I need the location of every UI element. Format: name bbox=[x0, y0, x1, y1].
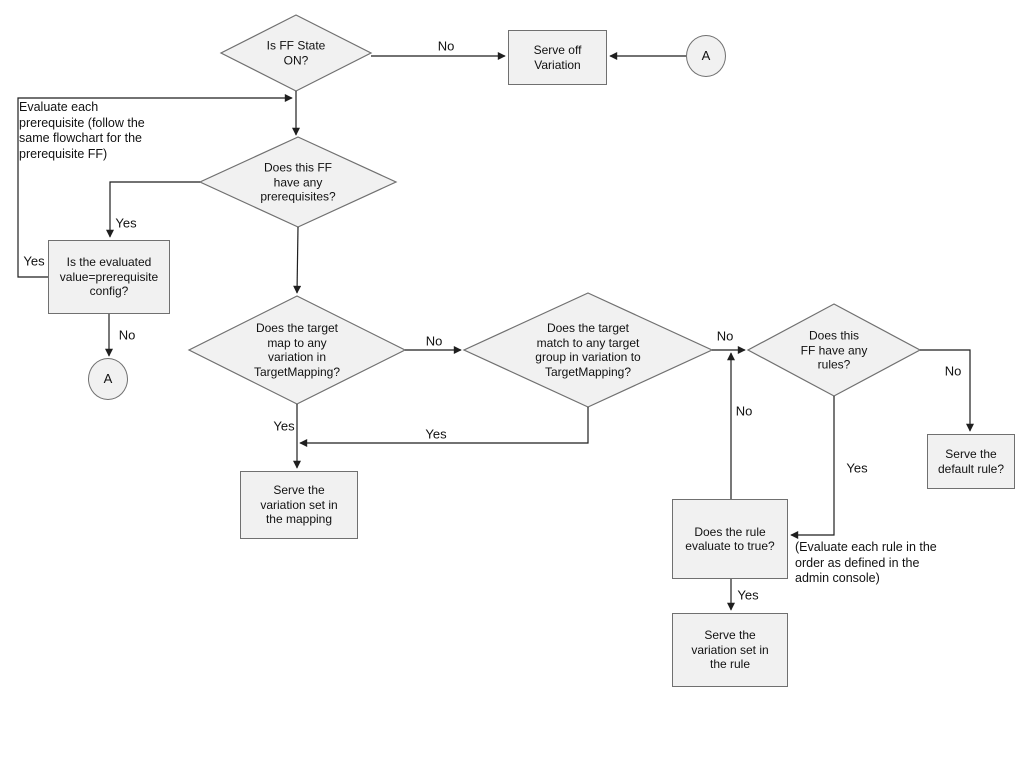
edge-label-target-group-yes: Yes bbox=[425, 426, 447, 442]
connector-a-top: A bbox=[686, 35, 726, 77]
edge-prereq-yes-loop bbox=[17, 94, 293, 278]
edge-has-rules-yes bbox=[790, 396, 835, 539]
edge-label-ffstate-no: No bbox=[437, 38, 455, 54]
connector-a-left: A bbox=[88, 358, 128, 400]
process-rule-evaluates-true: Does the rule evaluate to true? bbox=[672, 499, 788, 579]
note-rule-order-instruction: (Evaluate each rule in the order as defi… bbox=[795, 540, 937, 585]
process-serve-rule-variation: Serve the variation set in the rule bbox=[672, 613, 788, 687]
edge-target-group-yes bbox=[299, 407, 589, 447]
decision-has-rules-label: Does this FF have any rules? bbox=[800, 328, 868, 372]
edge-label-target-group-no: No bbox=[716, 328, 734, 344]
edge-label-has-rules-no: No bbox=[944, 363, 962, 379]
edge-label-rule-false-no: No bbox=[735, 403, 753, 419]
edge-label-rule-true-yes: Yes bbox=[737, 587, 759, 603]
decision-prerequisites-label: Does this FF have any prerequisites? bbox=[260, 160, 336, 204]
edge-prerequisites-down bbox=[293, 226, 302, 294]
decision-target-mapping-label: Does the target map to any variation in … bbox=[253, 321, 341, 379]
edge-label-target-mapping-no: No bbox=[425, 333, 443, 349]
process-serve-mapping-variation: Serve the variation set in the mapping bbox=[240, 471, 358, 539]
edge-label-prereq-check-no: No bbox=[118, 327, 136, 343]
note-prerequisite-instruction: Evaluate each prerequisite (follow the s… bbox=[19, 100, 145, 161]
decision-target-group-label: Does the target match to any target grou… bbox=[535, 321, 641, 379]
edge-prerequisites-yes bbox=[106, 181, 200, 238]
process-serve-off-variation: Serve off Variation bbox=[508, 30, 607, 85]
edge-label-prerequisites-yes: Yes bbox=[115, 215, 137, 231]
process-serve-default-rule: Serve the default rule? bbox=[927, 434, 1015, 489]
edge-has-rules-no bbox=[920, 349, 974, 432]
edge-label-prereq-loop-yes: Yes bbox=[23, 253, 45, 269]
edge-label-has-rules-yes: Yes bbox=[846, 460, 868, 476]
edge-label-target-mapping-yes: Yes bbox=[273, 418, 295, 434]
process-prereq-value-check: Is the evaluated value=prerequisite conf… bbox=[48, 240, 170, 314]
decision-ff-state-label: Is FF State ON? bbox=[266, 38, 326, 68]
